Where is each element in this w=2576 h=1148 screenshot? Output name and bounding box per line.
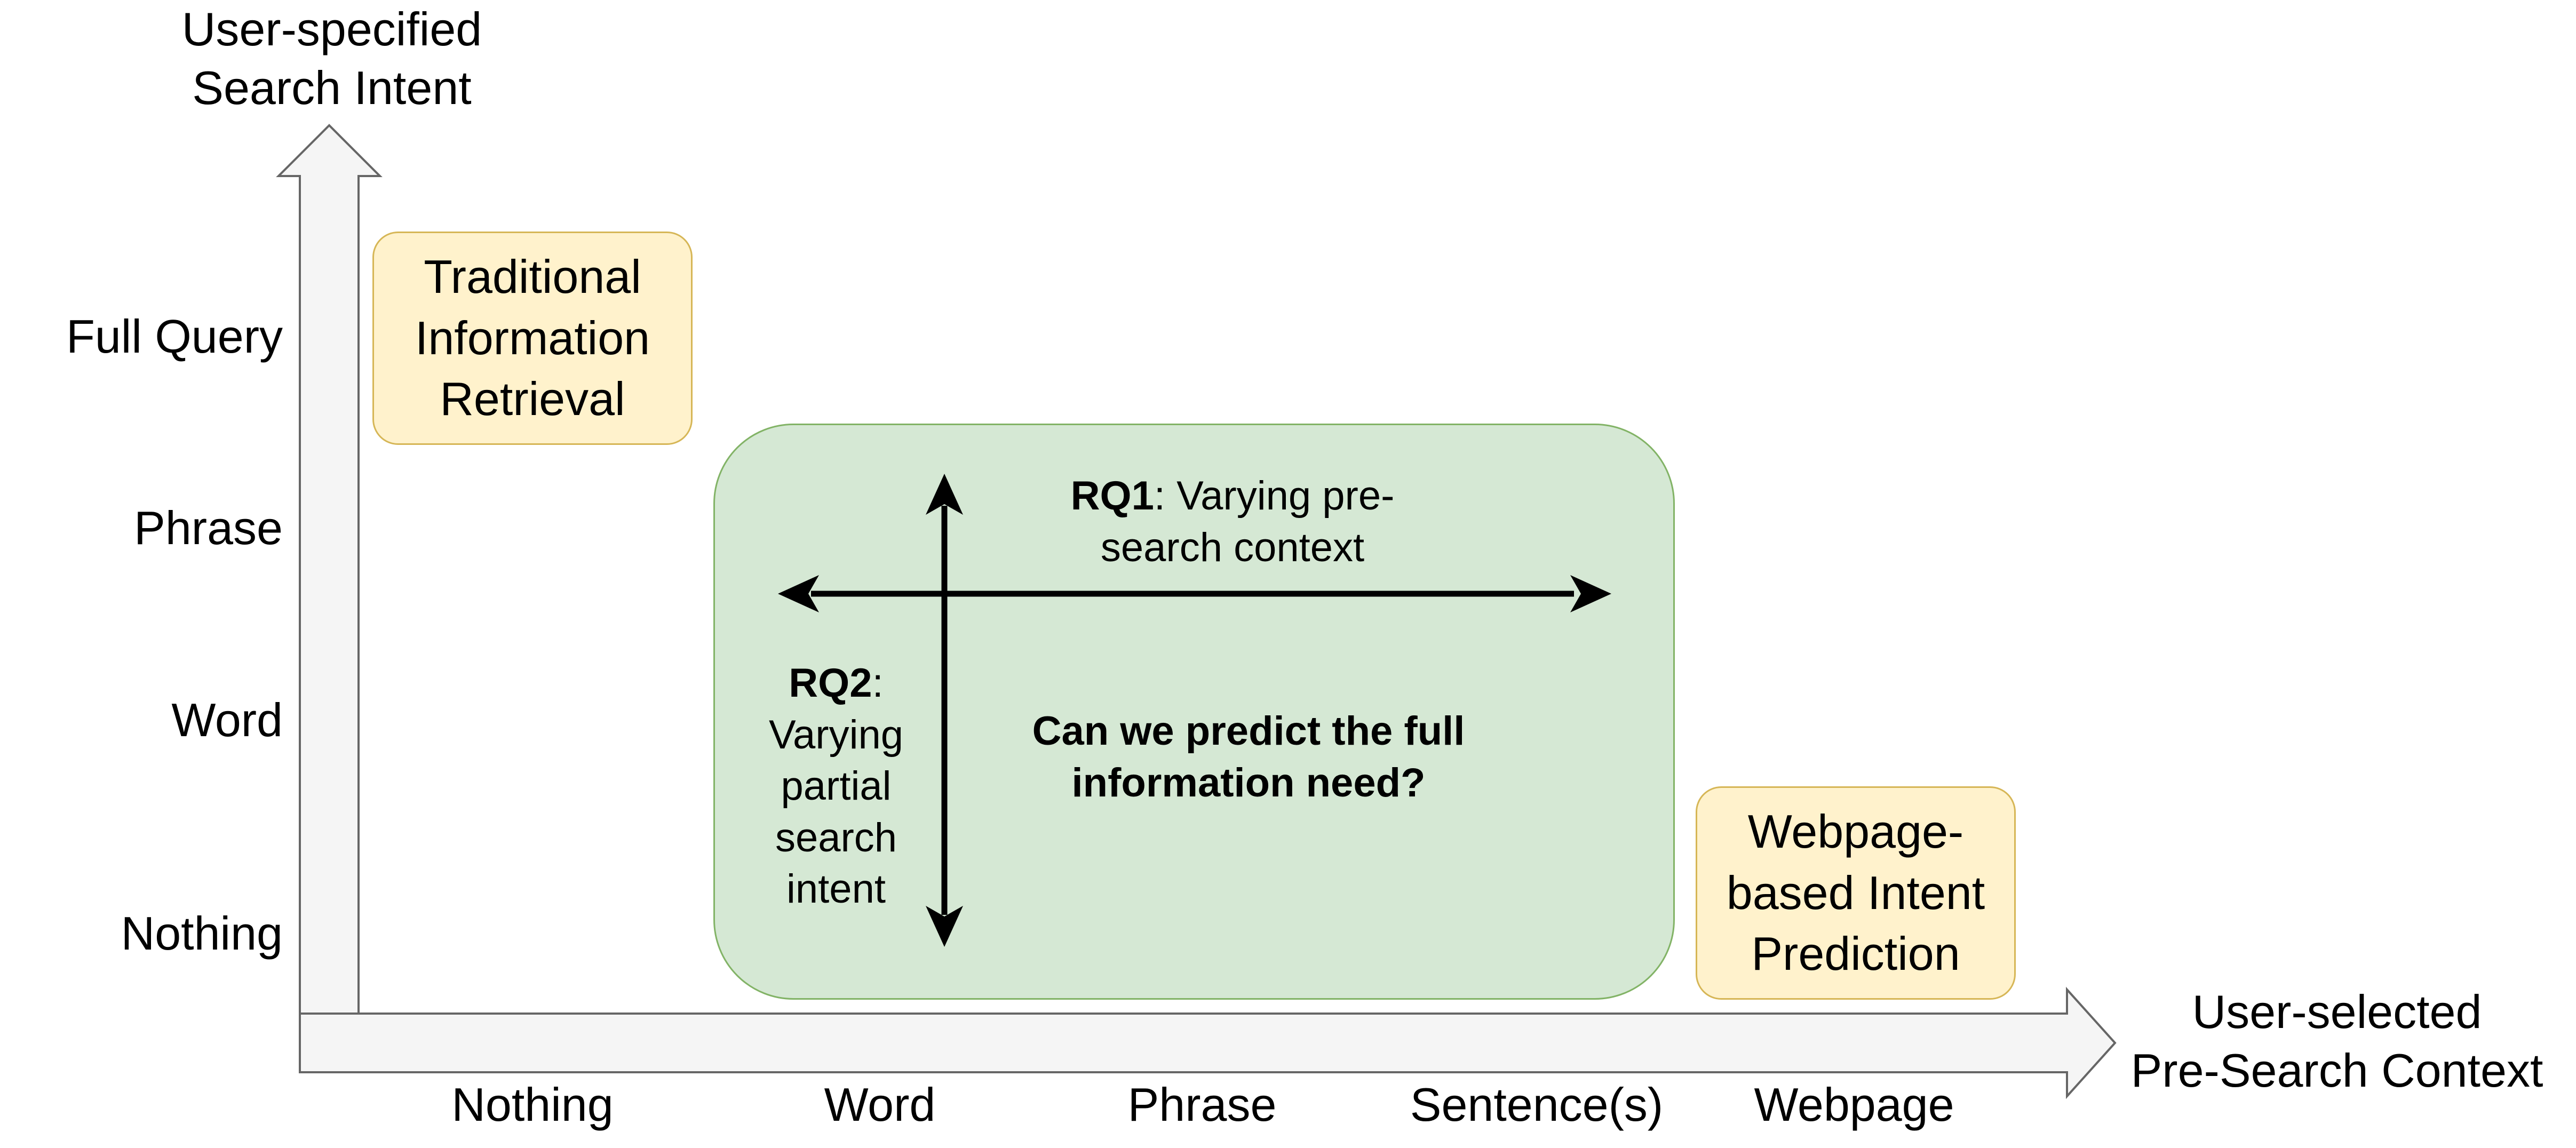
y-axis-title-line2: Search Intent [192, 61, 472, 114]
rq1-arrowhead-left [778, 575, 819, 612]
rq2-label: RQ2: Varying partial search intent [729, 658, 943, 915]
rq2-line-4: intent [786, 866, 886, 912]
rq2-tag: RQ2 [789, 660, 872, 706]
rq2-line-2: partial [781, 763, 892, 809]
x-tick-sentences: Sentence(s) [1410, 1078, 1664, 1131]
research-region [713, 424, 1675, 1000]
rq2-arrowhead-down [926, 906, 963, 947]
traditional-ir-line1: Traditional [424, 250, 641, 304]
y-tick-word: Word [171, 693, 283, 746]
rq1-text-line2: search context [1100, 524, 1365, 570]
x-axis-title: User-selected Pre-Search Context [2102, 983, 2572, 1100]
webpage-intent-line3: Prediction [1751, 927, 1960, 980]
webpage-intent-line1: Webpage- [1747, 805, 1964, 858]
traditional-ir-line3: Retrieval [440, 372, 625, 426]
y-tick-phrase: Phrase [134, 501, 283, 554]
y-tick-full-query: Full Query [66, 310, 283, 363]
traditional-ir-line2: Information [415, 311, 650, 364]
x-tick-phrase: Phrase [1127, 1078, 1277, 1131]
rq2-arrowhead-up [926, 474, 963, 515]
rq2-colon: : [872, 660, 884, 706]
traditional-ir-box: Traditional Information Retrieval [372, 232, 693, 445]
y-axis-title: User-specified Search Intent [118, 0, 545, 117]
rq1-label: RQ1: Varying pre- search context [992, 471, 1473, 573]
rq1-text-line1: : Varying pre- [1154, 473, 1395, 519]
webpage-intent-box: Webpage- based Intent Prediction [1696, 786, 2016, 1000]
y-axis-title-line1: User-specified [181, 3, 482, 55]
y-axis-arrow [276, 124, 383, 1015]
x-axis-title-line1: User-selected [2192, 985, 2482, 1038]
x-axis-title-line2: Pre-Search Context [2130, 1044, 2543, 1097]
rq1-tag: RQ1 [1070, 473, 1154, 519]
question-line2: information need? [1071, 760, 1426, 806]
question-line1: Can we predict the full [1032, 708, 1465, 754]
x-tick-nothing: Nothing [451, 1078, 614, 1131]
y-tick-nothing: Nothing [121, 907, 283, 960]
central-question: Can we predict the full information need… [955, 706, 1542, 809]
x-tick-word: Word [824, 1078, 936, 1131]
webpage-intent-line2: based Intent [1726, 866, 1985, 919]
x-tick-webpage: Webpage [1754, 1078, 1954, 1131]
rq2-line-1: Varying [768, 712, 904, 758]
x-axis-arrow [299, 986, 2117, 1099]
rq2-line-3: search [775, 815, 897, 860]
rq1-arrowhead-right [1570, 575, 1611, 612]
